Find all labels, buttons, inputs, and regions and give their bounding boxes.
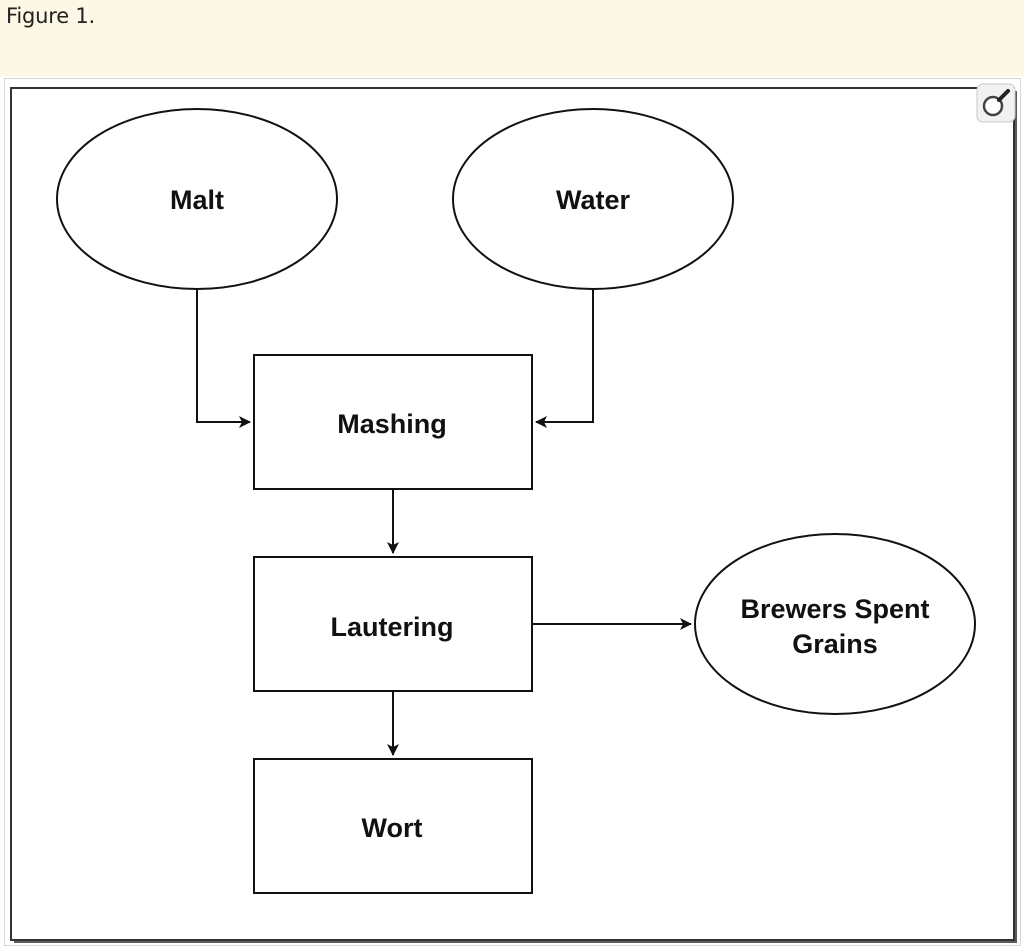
malt-node: Malt	[56, 108, 338, 290]
mashing-label: Mashing	[337, 409, 447, 439]
water-node: Water	[452, 108, 734, 290]
lautering-label: Lautering	[330, 612, 453, 642]
brewers-spent-grains-label-line2: Grains	[792, 629, 878, 659]
magnifier-icon	[976, 83, 1016, 123]
mashing-node: Mashing	[253, 354, 533, 490]
arrow-malt-to-mashing	[196, 289, 251, 428]
malt-label: Malt	[170, 185, 224, 215]
brewers-spent-grains-label-line1: Brewers Spent	[740, 594, 929, 624]
wort-node: Wort	[253, 758, 533, 894]
arrow-water-to-mashing	[535, 289, 594, 428]
wort-label: Wort	[362, 813, 423, 843]
lautering-node: Lautering	[253, 556, 533, 692]
caption-bar: Figure 1.	[0, 0, 1024, 76]
zoom-button[interactable]	[976, 83, 1016, 123]
brewers-spent-grains-node: Brewers Spent Grains	[694, 533, 976, 715]
water-label: Water	[556, 185, 631, 215]
figure-caption: Figure 1.	[6, 4, 96, 28]
